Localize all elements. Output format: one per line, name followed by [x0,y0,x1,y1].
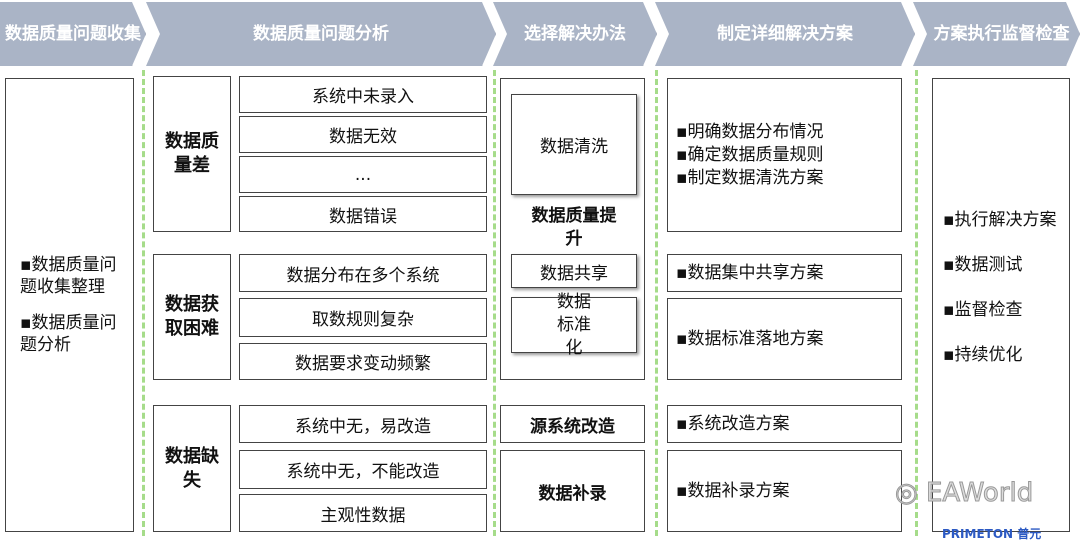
execute-item: ▪持续优化 [943,345,1023,365]
plan-item: ▪数据标准落地方案 [667,298,902,380]
divider [655,70,658,536]
plan-item: ▪数据补录方案 [667,450,902,532]
problem-item: 系统中无，易改造 [239,405,487,443]
execute-item: ▪执行解决方案 [943,210,1057,230]
execute-item: ▪数据测试 [943,255,1023,275]
footer-logo: PRIMETON 普元 [942,527,1042,541]
collect-item: ▪数据质量问题收集整理 [20,255,117,297]
problem-item: ... [239,156,487,193]
problem-item: 系统中未录入 [239,76,487,113]
header-collect: 数据质量问题收集 [0,2,146,66]
category-poor-quality: 数据质量差 [153,76,231,232]
solution-standard: 数据标准化 [511,292,637,358]
problem-item: 取数规则复杂 [239,298,487,337]
solution-source: 源系统改造 [500,405,645,443]
problem-item: 系统中无，不能改造 [239,450,487,489]
execute-item: ▪监督检查 [943,300,1023,320]
collect-item: ▪数据质量问题分析 [20,313,117,355]
plan-item: ▪制定数据清洗方案 [676,167,824,188]
header-execute: 方案执行监督检查 [913,2,1080,66]
plan-item: ▪明确数据分布情况 [676,121,824,142]
divider [915,70,918,536]
problem-item: 数据分布在多个系统 [239,254,487,292]
category-hard-access: 数据获取困难 [153,254,231,380]
problem-item: 数据要求变动频繁 [239,343,487,380]
solution-improve-label: 数据质量提升 [531,206,617,249]
problem-item: 数据错误 [239,196,487,232]
solution-supplement: 数据补录 [500,450,645,532]
header-solution: 选择解决办法 [493,2,657,66]
divider [142,70,145,536]
solution-share: 数据共享 [511,254,637,288]
header-analysis: 数据质量问题分析 [146,2,496,66]
wechat-icon: ◎ [895,478,919,509]
execute-box: ▪执行解决方案 ▪数据测试 ▪监督检查 ▪持续优化 [932,78,1070,532]
problem-item: 数据无效 [239,116,487,153]
solution-clean: 数据清洗 [511,94,637,195]
divider [493,70,496,536]
problem-item: 主观性数据 [239,494,487,532]
category-missing: 数据缺失 [153,405,231,532]
plan-item: ▪数据集中共享方案 [667,254,902,292]
header-plan: 制定详细解决方案 [655,2,915,66]
plan-item: ▪确定数据质量规则 [676,144,824,165]
collect-box: ▪数据质量问题收集整理 ▪数据质量问题分析 [5,78,134,532]
watermark: ◎ EAWorld [895,478,1034,509]
plan-item: ▪系统改造方案 [667,405,902,443]
plan-box: ▪明确数据分布情况 ▪确定数据质量规则 ▪制定数据清洗方案 [667,78,902,232]
